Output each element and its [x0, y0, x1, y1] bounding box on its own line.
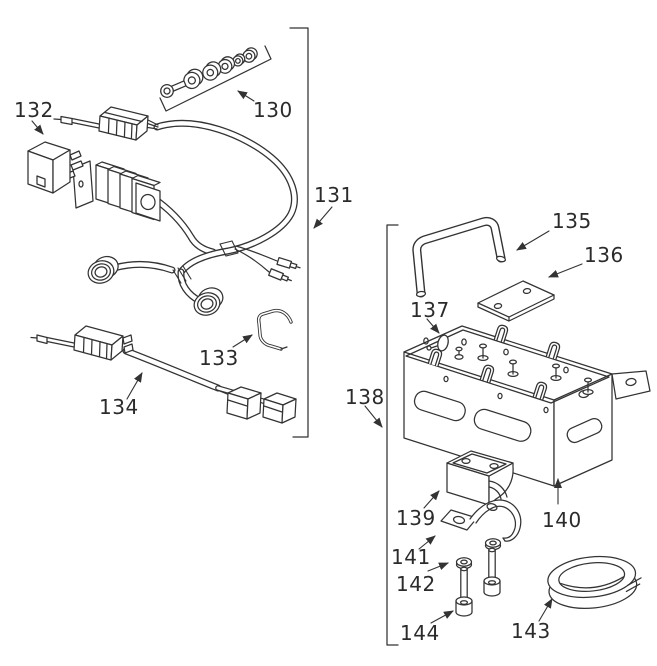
callout-135: 135: [552, 209, 592, 233]
callout-133: 133: [199, 346, 239, 370]
part-136-cover-plate: [477, 280, 555, 322]
part-141-clamp-strap: [440, 499, 522, 542]
end-connector-left: [226, 386, 262, 420]
callout-137: 137: [410, 298, 450, 322]
callout-130: 130: [253, 98, 293, 122]
callout-labels: 130 131 132 133 134 135 136 137 138 139 …: [14, 98, 624, 645]
group-line-130: [159, 45, 272, 112]
callout-134: 134: [99, 395, 139, 419]
part-133-wire-clip: [256, 308, 293, 351]
part-130-fastener-set: [159, 45, 272, 112]
part-135-u-handle: [412, 216, 507, 298]
lamp-socket-1: [87, 255, 119, 284]
callout-131: 131: [314, 183, 354, 207]
bullet-terminal-2: [268, 268, 292, 282]
callout-leaders: [31, 90, 583, 624]
callout-140: 140: [542, 508, 582, 532]
callout-143: 143: [511, 619, 551, 643]
callout-141: 141: [391, 545, 431, 569]
lamp-socket-2: [193, 287, 224, 316]
bullet-terminal-1: [276, 257, 301, 270]
part-140-mounting-box: [403, 323, 651, 487]
end-connector-right: [262, 392, 297, 424]
harness-connector: [53, 106, 159, 141]
bracket-138: [386, 224, 399, 646]
part-139-clamp-block: [446, 450, 514, 506]
part-131-main-harness: [53, 106, 301, 316]
part-142-washers: [455, 538, 502, 570]
part-144-bolts: [455, 547, 501, 617]
callout-144: 144: [400, 621, 440, 645]
part-132-relay: [27, 141, 84, 194]
part-143-band: [547, 555, 642, 609]
callout-138: 138: [345, 385, 385, 409]
callout-142: 142: [396, 572, 436, 596]
callout-139: 139: [396, 506, 436, 530]
callout-132: 132: [14, 98, 54, 122]
part-134-jumper-harness: [30, 325, 297, 424]
sleeve-band: [219, 240, 239, 257]
tape-wrap: [172, 265, 192, 284]
regulator-heatsink: [72, 160, 161, 222]
bracket-131: [289, 27, 309, 438]
callout-136: 136: [584, 243, 624, 267]
